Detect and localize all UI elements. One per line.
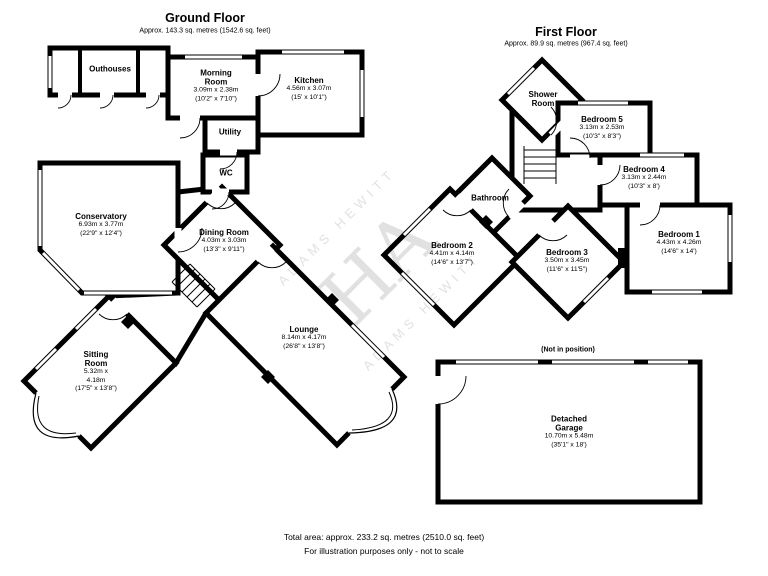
sitting-room-metric: 5.32m x 4.18m: [83, 368, 109, 384]
sitting-room-label: Sitting Room 5.32m x 4.18m (17'5" x 13'8…: [74, 350, 118, 394]
first-floor-subtitle: Approx. 89.9 sq. metres (967.4 sq. feet): [504, 40, 628, 48]
lounge-label: Lounge 8.14m x 4.17m (26'8" x 13'8"): [259, 325, 349, 351]
bedroom1-imperial: (14'6" x 14'): [661, 247, 697, 255]
total-area-text: Total area: approx. 233.2 sq. metres (25…: [283, 532, 485, 542]
bedroom3-name: Bedroom 3: [546, 247, 588, 257]
conservatory-label: Conservatory 6.93m x 3.77m (22'9" x 12'4…: [51, 212, 151, 238]
bedroom5-name: Bedroom 5: [581, 114, 623, 124]
lounge-imperial: (26'8" x 13'8"): [283, 342, 325, 350]
conservatory-metric: 6.93m x 3.77m: [78, 221, 124, 229]
kitchen-metric: 4.56m x 3.07m: [286, 85, 332, 93]
bedroom1-name: Bedroom 1: [658, 229, 700, 239]
bedroom5-imperial: (10'3" x 8'3"): [582, 132, 622, 140]
first-floor-walls: [380, 56, 733, 329]
garage-metric: 10.70m x 5.48m: [544, 432, 594, 440]
garage-name: Detached Garage: [550, 414, 587, 433]
bathroom-label: Bathroom: [460, 193, 520, 202]
lounge-metric: 8.14m x 4.17m: [281, 334, 327, 342]
shower-room-label: Shower Room: [521, 90, 565, 108]
outhouses-label: Outhouses: [75, 64, 145, 73]
wc-name: WC: [219, 168, 233, 178]
morning-room-metric: 3.09m x 2.38m: [193, 86, 239, 94]
outhouses-name: Outhouses: [89, 64, 131, 74]
bedroom1-walls: [624, 202, 733, 295]
first-floor-title: First Floor: [535, 25, 597, 39]
ground-floor-stairs: [171, 263, 216, 308]
garage-label: Detached Garage 10.70m x 5.48m (35'1" x …: [539, 414, 599, 449]
kitchen-label: Kitchen 4.56m x 3.07m (15' x 10'1"): [264, 76, 354, 102]
bedroom4-imperial: (10'3" x 8'): [628, 182, 660, 190]
door-arcs: [57, 73, 661, 405]
sitting-room-imperial: (17'5" x 13'8"): [75, 385, 117, 393]
dining-room-name: Dining Room: [199, 227, 249, 237]
ground-floor-title: Ground Floor: [165, 11, 245, 25]
sitting-room-name: Sitting Room: [83, 350, 109, 369]
dining-room-metric: 4.03m x 3.03m: [201, 237, 247, 245]
lounge-name: Lounge: [289, 324, 319, 334]
chimney-breasts: [121, 215, 627, 384]
bedroom5-metric: 3.13m x 2.53m: [579, 124, 625, 132]
conservatory-imperial: (22'9" x 12'4"): [80, 229, 122, 237]
garage-position-note: (Not in position): [541, 346, 595, 354]
bedroom2-imperial: (14'6" x 13'7"): [431, 258, 473, 266]
bedroom3-label: Bedroom 3 3.50m x 3.45m (11'6" x 11'5"): [530, 248, 604, 274]
morning-room-label: Morning Room 3.09m x 2.38m (10'2" x 7'10…: [192, 68, 240, 103]
bay-windows: [32, 386, 398, 439]
ground-floor-subtitle: Approx. 143.3 sq. metres (1542.6 sq. fee…: [139, 27, 271, 35]
first-floor-stairs: [523, 146, 557, 184]
utility-name: Utility: [218, 127, 242, 137]
bedroom4-label: Bedroom 4 3.13m x 2.44m (10'3" x 8'): [607, 165, 681, 191]
utility-label: Utility: [205, 127, 255, 136]
bathroom-name: Bathroom: [471, 193, 509, 203]
kitchen-imperial: (15' x 10'1"): [291, 93, 327, 101]
conservatory-name: Conservatory: [75, 211, 127, 221]
bedroom2-label: Bedroom 2 4.41m x 4.14m (14'6" x 13'7"): [415, 241, 489, 267]
bedroom3-imperial: (11'6" x 11'5"): [546, 265, 588, 273]
bedroom5-label: Bedroom 5 3.13m x 2.53m (10'3" x 8'3"): [565, 115, 639, 141]
morning-room-imperial: (10'2" x 7'10"): [195, 95, 237, 103]
dining-room-imperial: (13'3" x 9'11"): [203, 245, 245, 253]
internal-walls: [78, 48, 140, 95]
bedroom2-name: Bedroom 2: [431, 240, 473, 250]
morning-room-name: Morning Room: [200, 68, 232, 87]
disclaimer-text: For illustration purposes only - not to …: [304, 546, 464, 556]
dining-room-label: Dining Room 4.03m x 3.03m (13'3" x 9'11"…: [199, 228, 249, 254]
wc-walls: [200, 152, 250, 195]
bedroom1-metric: 4.43m x 4.26m: [656, 239, 702, 247]
shower-room-name: Shower Room: [528, 89, 558, 108]
garage-imperial: (35'1" x 18'): [551, 441, 587, 449]
bedroom3-metric: 3.50m x 3.45m: [544, 257, 590, 265]
bedroom2-metric: 4.41m x 4.14m: [429, 250, 475, 258]
wc-label: WC: [206, 168, 246, 177]
door-openings: [58, 74, 660, 404]
bedroom4-metric: 3.13m x 2.44m: [621, 174, 667, 182]
bedroom4-name: Bedroom 4: [623, 164, 665, 174]
kitchen-name: Kitchen: [294, 75, 324, 85]
garage-walls: [435, 359, 703, 505]
windows: [34, 50, 732, 371]
bedroom1-label: Bedroom 1 4.43m x 4.26m (14'6" x 14'): [642, 230, 716, 256]
